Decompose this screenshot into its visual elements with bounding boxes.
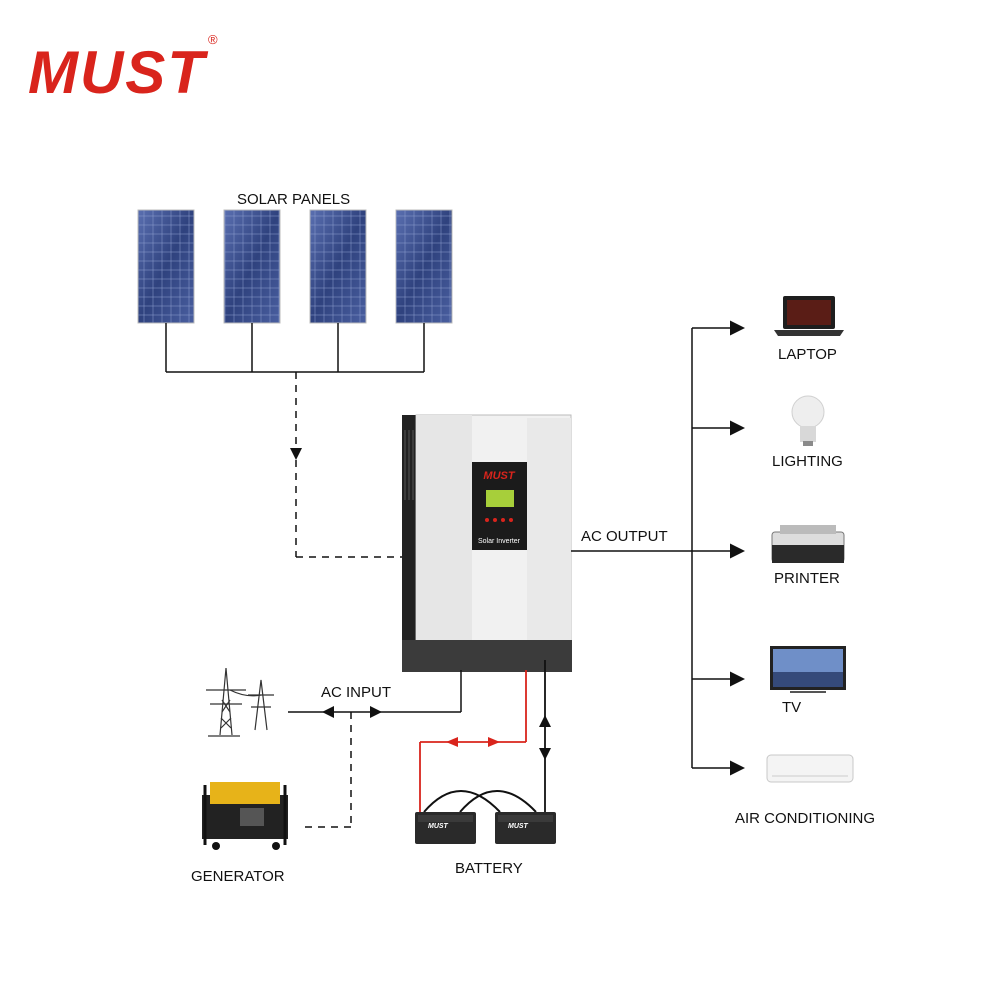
pv-arrow-icon — [290, 448, 302, 460]
ac-input-label: AC INPUT — [321, 684, 392, 701]
inverter-logo: MUST — [483, 470, 515, 482]
dc-arrow-up-icon — [539, 715, 551, 727]
generator-dashed-line — [300, 712, 352, 828]
brand-logo: MUST® — [28, 32, 220, 106]
power-tower-icon — [206, 667, 274, 737]
battery-1-logo: MUST — [428, 823, 449, 830]
ac-output-bus — [571, 320, 745, 776]
laptop-label: LAPTOP — [778, 346, 837, 363]
printer-icon — [771, 525, 845, 563]
dc-arrow-right-icon — [488, 737, 500, 747]
printer-label: PRINTER — [774, 570, 840, 587]
laptop-icon — [774, 296, 844, 336]
panel-wiring — [165, 323, 425, 373]
generator-icon — [202, 782, 288, 850]
battery-1 — [415, 812, 476, 844]
ac-input-arrow-right-icon — [370, 706, 382, 718]
solar-panels-label: SOLAR PANELS — [237, 191, 351, 208]
dc-arrow-left-icon — [446, 737, 458, 747]
inverter-unit — [402, 414, 572, 672]
pv-dashed-line — [295, 372, 402, 558]
battery-label: BATTERY — [455, 860, 523, 877]
air-conditioner-icon — [766, 754, 854, 783]
solar-panel-4 — [395, 209, 453, 324]
generator-label: GENERATOR — [191, 868, 285, 885]
solar-panel-1 — [137, 209, 195, 324]
battery-jumper-2 — [459, 790, 537, 813]
inverter-caption: Solar Inverter — [478, 538, 521, 545]
battery-2 — [495, 812, 556, 844]
air-conditioning-label: AIR CONDITIONING — [735, 810, 876, 827]
battery-jumper-1 — [423, 790, 501, 813]
solar-panel-3 — [309, 209, 367, 324]
ac-input-arrow-left-icon — [322, 706, 334, 718]
lighting-label: LIGHTING — [772, 453, 843, 470]
tv-icon — [770, 646, 846, 693]
dc-arrow-down-icon — [539, 748, 551, 760]
light-bulb-icon — [791, 395, 825, 446]
tv-label: TV — [782, 699, 802, 716]
ac-output-label: AC OUTPUT — [581, 528, 668, 545]
battery-dc-red-line — [419, 670, 527, 812]
solar-panel-2 — [223, 209, 281, 324]
battery-2-logo: MUST — [508, 823, 529, 830]
